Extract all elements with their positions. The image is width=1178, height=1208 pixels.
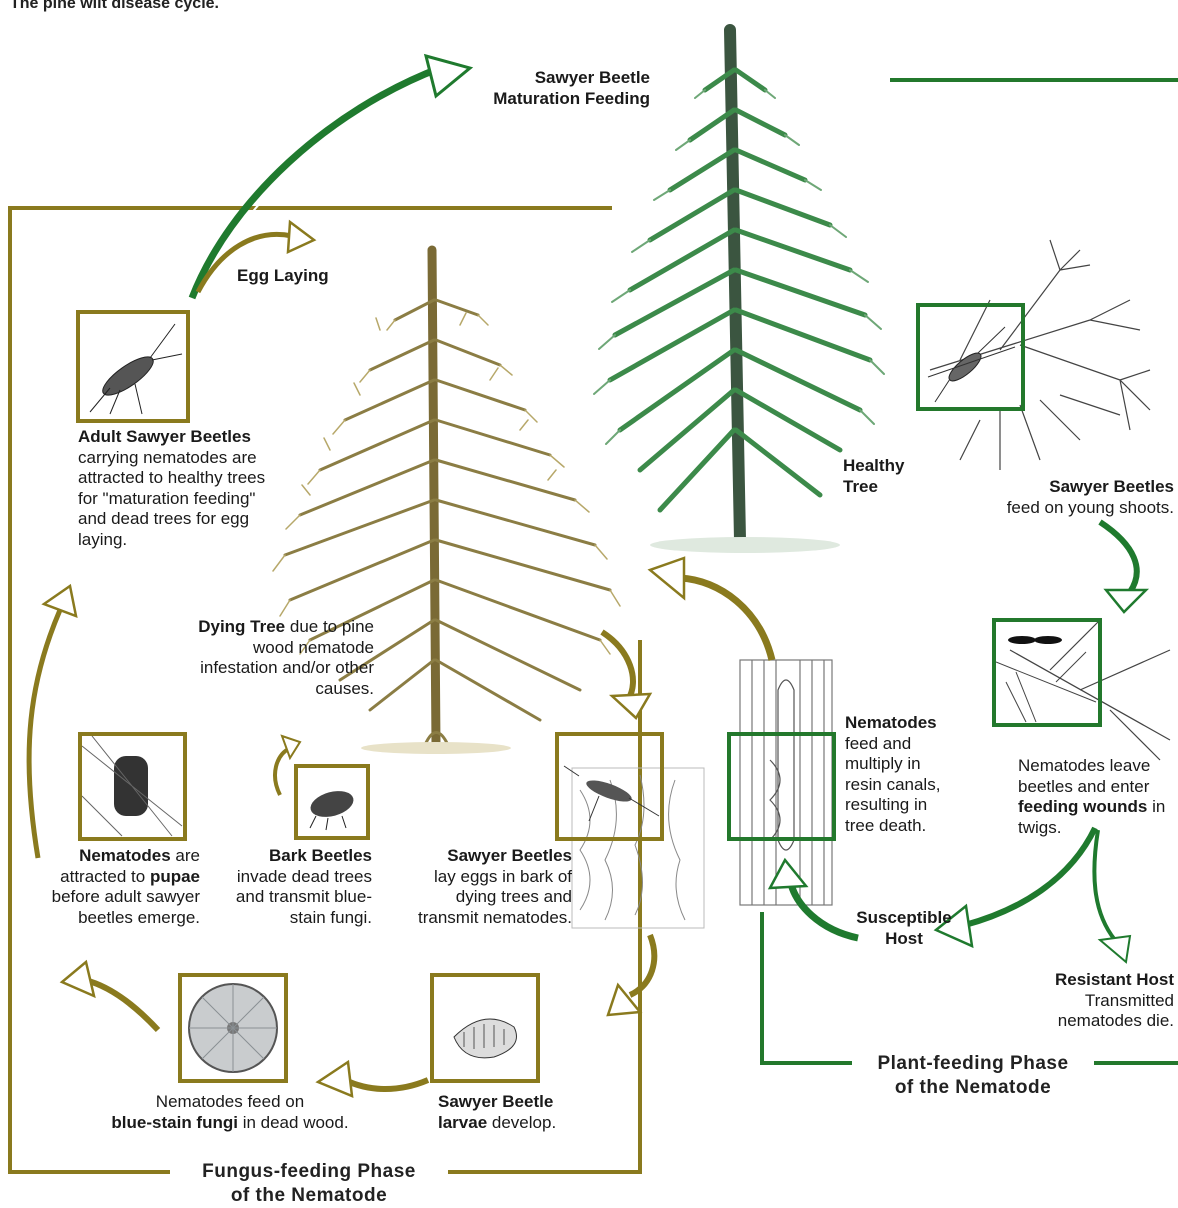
diagram-title: The pine wilt disease cycle. xyxy=(10,0,219,12)
bark-beetle-inset xyxy=(294,764,370,840)
healthy-tree-illustration xyxy=(593,24,885,553)
arrow-to-adult-beetles xyxy=(26,583,78,859)
arrow-to-susceptible-host xyxy=(933,826,1098,949)
arrow-to-feeding-wounds xyxy=(1098,519,1150,614)
resin-canal-inset xyxy=(727,732,836,841)
arrow-to-resin-canals xyxy=(767,857,859,942)
pupa-icon xyxy=(81,735,183,837)
adult-beetle-inset xyxy=(76,310,190,423)
pupae-inset xyxy=(78,732,187,841)
egg-laying-inset xyxy=(555,732,664,841)
fungus-phase-frame xyxy=(8,206,642,1174)
egg-laying-label: Egg Laying xyxy=(237,266,329,285)
shoot-feeding-inset xyxy=(916,303,1025,411)
larvae-inset xyxy=(430,973,540,1083)
arrow-bark-to-dying xyxy=(273,734,302,796)
arrow-to-egg-laying xyxy=(195,219,317,294)
plant-phase-frame xyxy=(760,78,1178,1065)
larva-icon xyxy=(453,1018,517,1059)
bark-texture-illustration xyxy=(571,767,705,929)
nematodes-pupae-caption: Nematodes are attracted to pupae before … xyxy=(51,846,200,927)
twig-icon xyxy=(995,636,1097,723)
bark-beetle-icon xyxy=(309,791,354,831)
arrow-to-pupae xyxy=(59,959,161,1033)
beetle-icon xyxy=(563,765,660,822)
wood-cross-section-icon xyxy=(188,983,278,1073)
blue-stain-wood-inset xyxy=(178,973,288,1083)
nematodes-leave-caption: Nematodes leave beetles and enter feedin… xyxy=(1018,756,1166,837)
twig-wound-inset xyxy=(992,618,1102,727)
beetle-icon xyxy=(89,323,183,415)
arrow-to-sawyer-eggs xyxy=(600,629,653,720)
arrow-to-resistant-host xyxy=(1092,829,1132,964)
dying-tree-caption: Dying Tree due to pine wood nematode inf… xyxy=(198,617,374,698)
arrow-to-larvae xyxy=(606,933,658,1017)
pine-twig-illustration xyxy=(929,239,1171,761)
arrow-to-dying-tree xyxy=(647,556,776,661)
dying-tree-illustration xyxy=(272,245,621,754)
arrow-to-blue-stain-fungi xyxy=(315,1059,430,1098)
beetle-icon xyxy=(927,326,1016,403)
